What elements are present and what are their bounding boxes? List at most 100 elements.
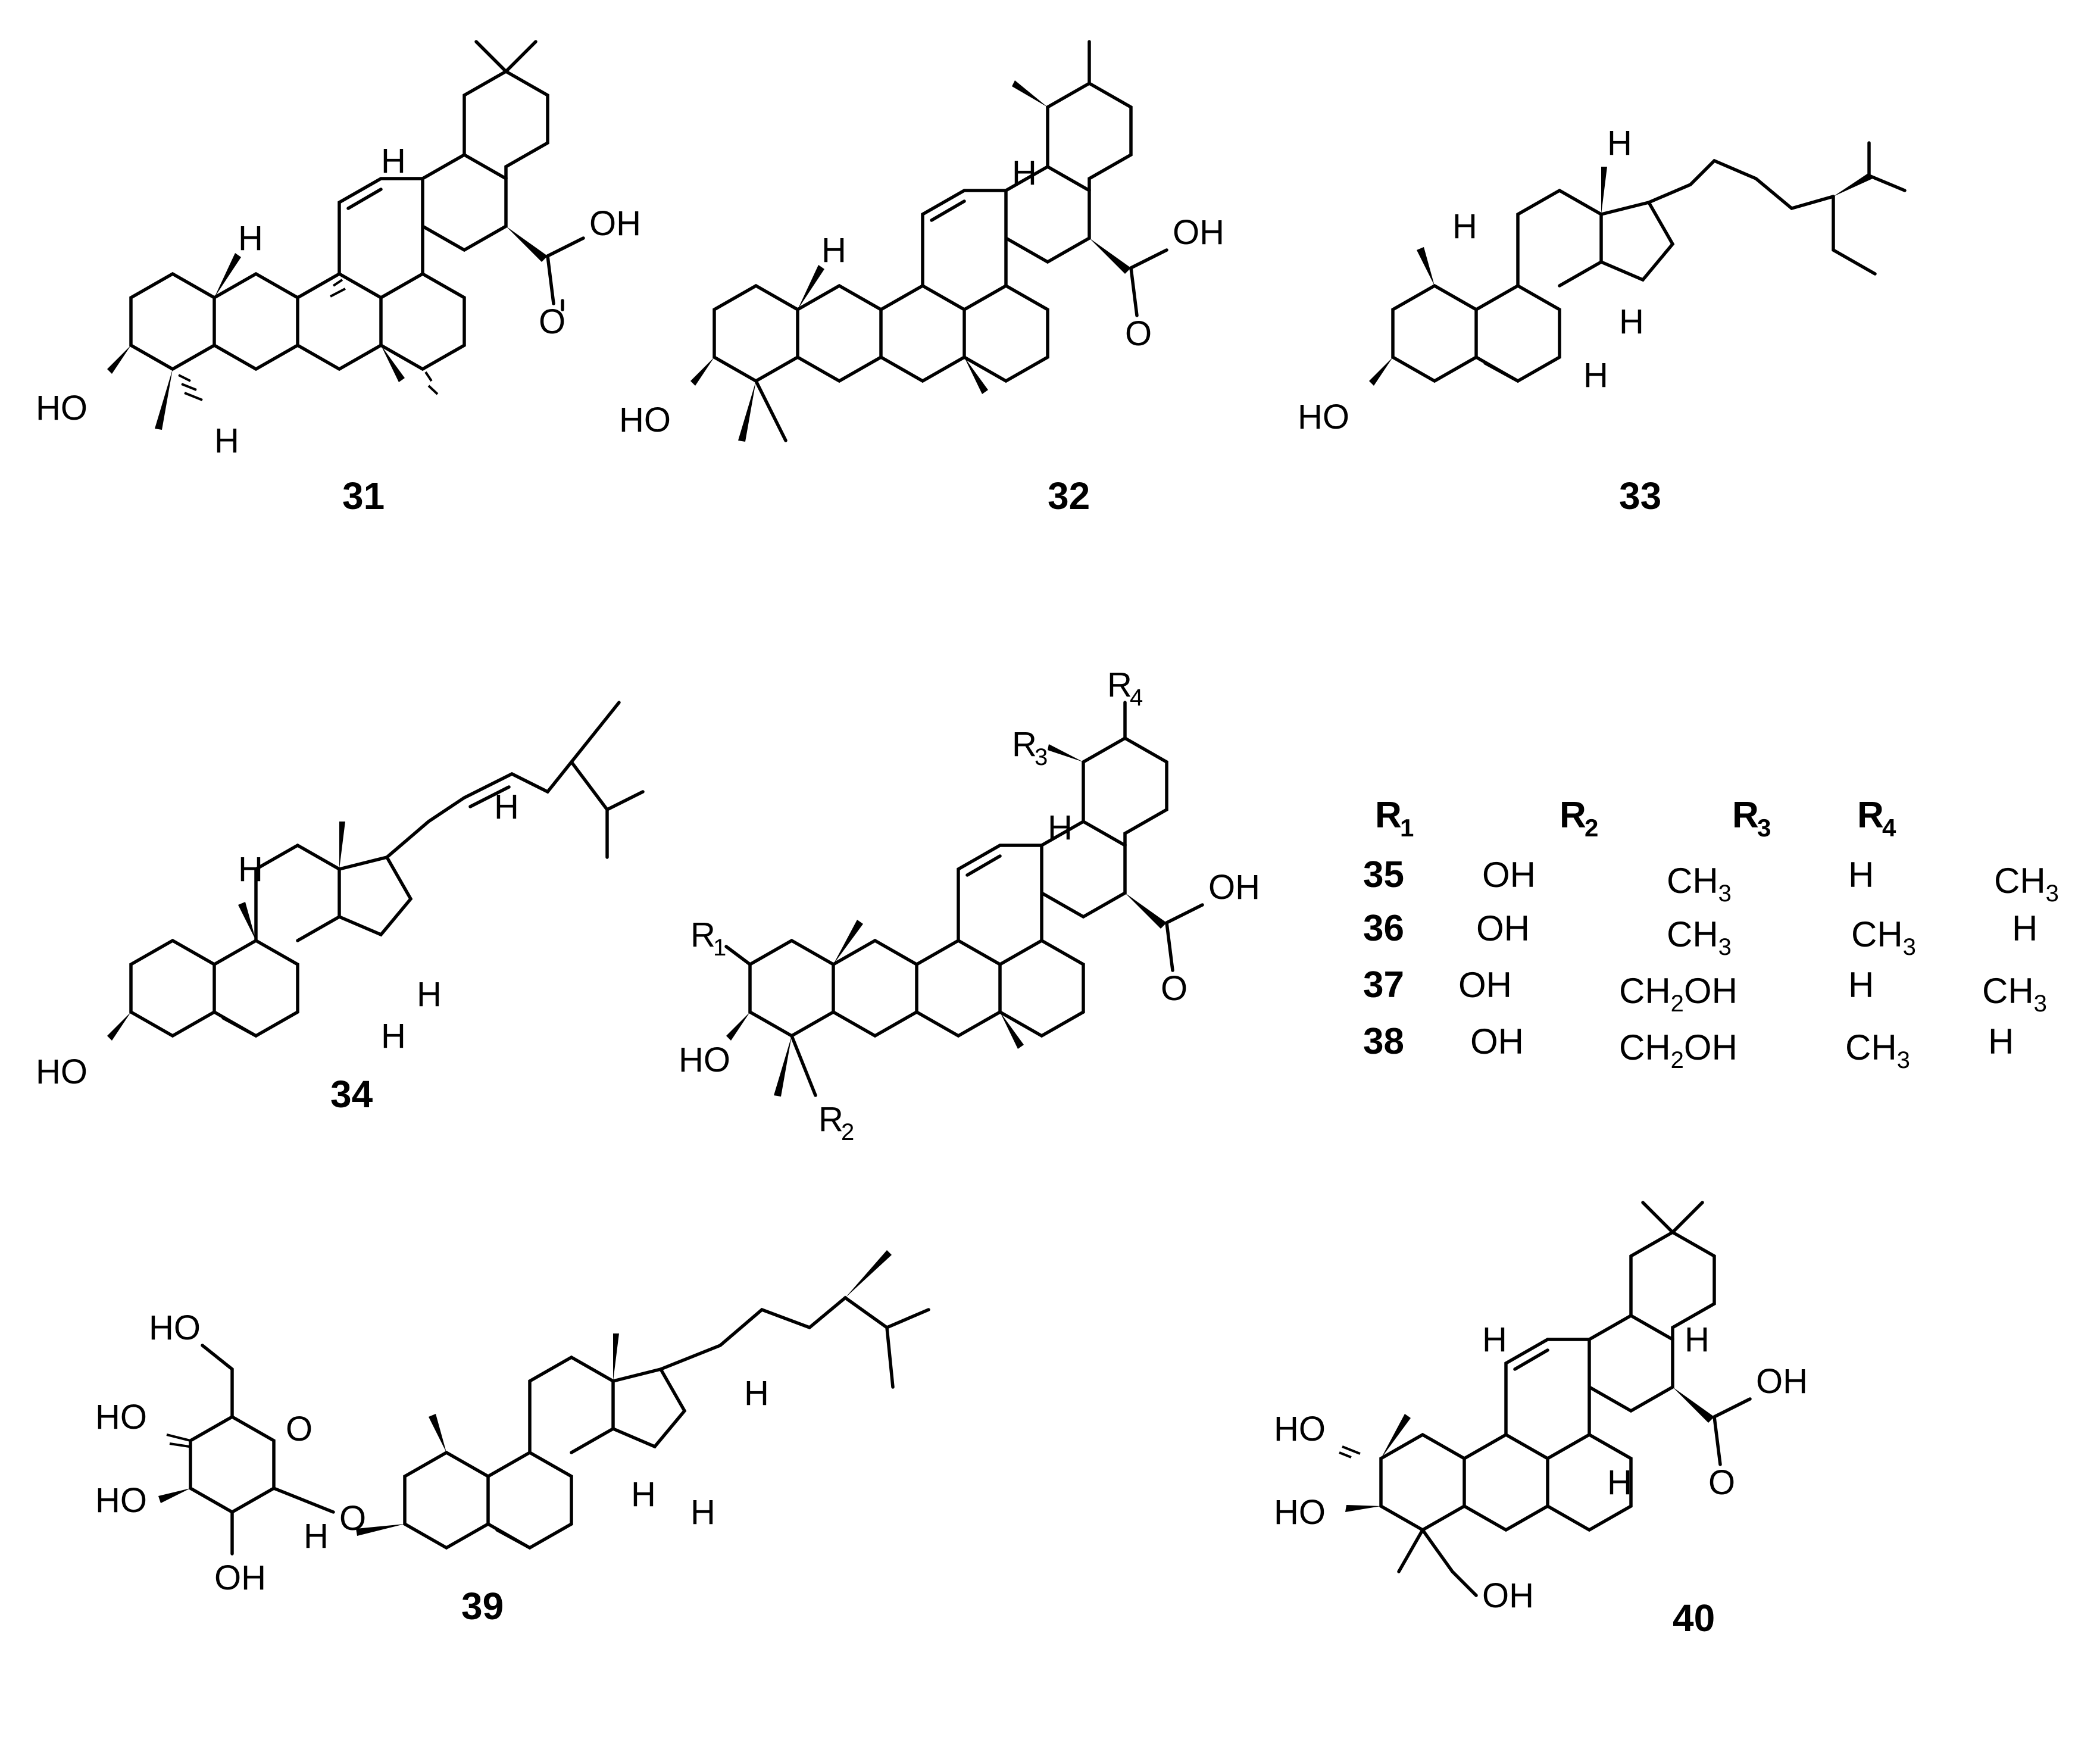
row-id: 36 <box>1363 908 1404 949</box>
compound-label-31: 31 <box>342 474 385 517</box>
compound-32-structure <box>690 40 1168 442</box>
compound-34-h2-label: H <box>238 850 263 889</box>
compound-34-h-label: H <box>494 788 519 826</box>
r1-value: OH <box>1482 855 1536 895</box>
compound-label-34: 34 <box>330 1073 373 1116</box>
compound-35-ho-label: HO <box>679 1041 730 1079</box>
compound-39-h4-label: H <box>690 1493 715 1532</box>
compound-34-ho-label: HO <box>36 1052 88 1091</box>
compound-33-structure <box>1369 141 1907 386</box>
table-row: 35 OH CH3 H CH3 <box>1363 854 2059 907</box>
svg-text:4: 4 <box>1882 814 1896 842</box>
table-row: 36 OH CH3 CH3 H <box>1363 908 2038 960</box>
svg-text:2: 2 <box>1585 814 1598 842</box>
compound-39-h2-label: H <box>744 1374 769 1413</box>
svg-text:R: R <box>1107 666 1132 704</box>
svg-text:R: R <box>1857 795 1884 836</box>
compound-32-o-label: O <box>1125 314 1152 353</box>
svg-text:R: R <box>818 1100 843 1139</box>
r3-value: H <box>1848 965 1874 1005</box>
svg-text:R: R <box>1732 795 1759 836</box>
r4-value: H <box>1988 1022 2014 1061</box>
compound-39-structure <box>158 1250 930 1556</box>
compound-label-33: 33 <box>1619 474 1661 517</box>
svg-text:1: 1 <box>713 935 726 961</box>
r4-value: CH3 <box>1994 861 2059 907</box>
compound-33-h-label: H <box>1607 124 1632 163</box>
r4-value: CH3 <box>1982 971 2047 1017</box>
r1-value: OH <box>1470 1022 1524 1061</box>
compound-40-h3-label: H <box>1607 1463 1632 1502</box>
compound-32-oh-label: OH <box>1173 213 1224 252</box>
svg-text:2: 2 <box>841 1119 854 1145</box>
r2-value: CH2OH <box>1619 1027 1738 1073</box>
row-id: 38 <box>1363 1021 1404 1062</box>
table-header-r4: R 4 <box>1857 795 1896 842</box>
compound-label-39: 39 <box>461 1585 504 1628</box>
table-header-r1: R 1 <box>1375 795 1414 842</box>
r3-value: CH3 <box>1845 1027 1910 1073</box>
svg-text:R: R <box>1012 725 1037 764</box>
compound-39-h3-label: H <box>631 1475 656 1514</box>
r1-value: OH <box>1476 908 1530 948</box>
compound-34-h4-label: H <box>381 1017 406 1055</box>
compound-31-o-label: O <box>539 302 565 341</box>
compound-label-32: 32 <box>1048 474 1090 517</box>
r1-label: R 1 <box>690 916 726 961</box>
compound-31-h3-label: H <box>214 421 239 460</box>
compound-40-h-label: H <box>1685 1320 1710 1359</box>
r4-value: H <box>2012 908 2038 948</box>
compound-35-38-structure <box>724 701 1204 1097</box>
compound-39-oh-label: OH <box>214 1559 266 1597</box>
svg-text:R: R <box>690 916 715 954</box>
compound-31-h-label: H <box>381 142 406 180</box>
r2-value: CH2OH <box>1619 971 1738 1017</box>
substituent-table: R 1 R 2 R 3 R 4 35 OH CH3 H CH3 36 OH CH… <box>1363 795 2059 1073</box>
table-row: 38 OH CH2OH CH3 H <box>1363 1021 2014 1073</box>
r3-value: CH3 <box>1851 914 1916 960</box>
row-id: 37 <box>1363 964 1404 1005</box>
compound-35-h-label: H <box>1048 808 1073 847</box>
table-header-r3: R 3 <box>1732 795 1771 842</box>
table-row: 37 OH CH2OH H CH3 <box>1363 964 2047 1017</box>
compound-33-h2-label: H <box>1452 207 1477 246</box>
table-header-r2: R 2 <box>1560 795 1598 842</box>
row-id: 35 <box>1363 854 1404 895</box>
compound-33-h3-label: H <box>1619 302 1644 341</box>
svg-text:1: 1 <box>1400 814 1414 842</box>
compound-32-h2-label: H <box>821 231 846 270</box>
r2-label: R 2 <box>818 1100 854 1145</box>
compound-31-structure <box>107 40 585 430</box>
compound-label-40: 40 <box>1673 1597 1715 1639</box>
compound-32-ho-label: HO <box>619 401 671 439</box>
compound-35-oh-label: OH <box>1208 868 1260 907</box>
compound-39-ho2-label: HO <box>95 1398 147 1436</box>
compound-34-structure <box>107 701 645 1041</box>
compound-40-oh-label: OH <box>1756 1362 1808 1401</box>
compound-39-ho3-label: HO <box>95 1481 147 1520</box>
compound-33-h4-label: H <box>1583 356 1608 395</box>
svg-text:R: R <box>1375 795 1402 836</box>
compound-32-h-label: H <box>1012 154 1037 192</box>
r2-value: CH3 <box>1667 914 1732 960</box>
compound-31-h2-label: H <box>238 219 263 258</box>
compound-31-ho-label: HO <box>36 389 88 427</box>
r3-value: H <box>1848 855 1874 895</box>
r2-value: CH3 <box>1667 861 1732 907</box>
svg-text:4: 4 <box>1130 685 1143 711</box>
r3-label: R 3 <box>1012 725 1048 770</box>
compound-40-oh2-label: OH <box>1482 1576 1534 1615</box>
compound-39-h-label: H <box>304 1517 329 1556</box>
svg-text:3: 3 <box>1035 744 1048 770</box>
compound-35-o-label: O <box>1161 969 1188 1008</box>
compound-40-structure <box>1339 1201 1752 1597</box>
compound-33-ho-label: HO <box>1298 398 1349 436</box>
compound-40-ho2-label: HO <box>1274 1493 1326 1532</box>
compound-39-ring-o-label: O <box>286 1410 312 1448</box>
compound-40-o-label: O <box>1708 1463 1735 1502</box>
compound-40-ho-label: HO <box>1274 1410 1326 1448</box>
compound-39-ho-label: HO <box>149 1308 201 1347</box>
r1-value: OH <box>1458 965 1512 1005</box>
